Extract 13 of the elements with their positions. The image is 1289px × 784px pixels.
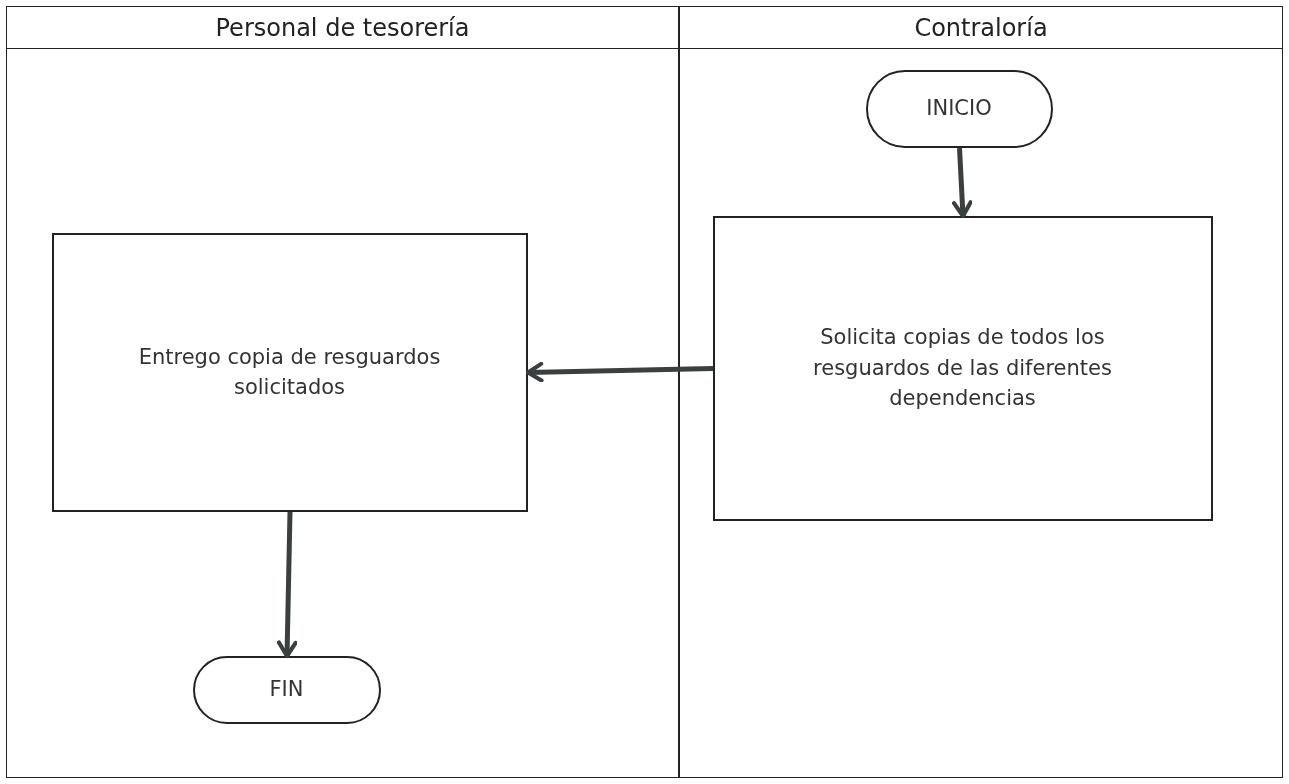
arrow (951, 147, 973, 219)
node-text: INICIO (926, 95, 992, 123)
process-box (712, 215, 1213, 521)
process-box (51, 232, 528, 512)
node-text: FIN (269, 676, 304, 704)
arrow (525, 361, 714, 383)
lane-header: Personal de tesorería (7, 7, 678, 49)
node-text: Entrego copia de resguardos solicitados (137, 343, 442, 401)
swimlane (6, 6, 679, 778)
swimlane (679, 6, 1283, 778)
lane-header: Contraloría (680, 7, 1282, 49)
node-text: Solicita copias de todos los resguardos de las diferentes dependencias (812, 324, 1113, 413)
arrow (276, 511, 298, 659)
